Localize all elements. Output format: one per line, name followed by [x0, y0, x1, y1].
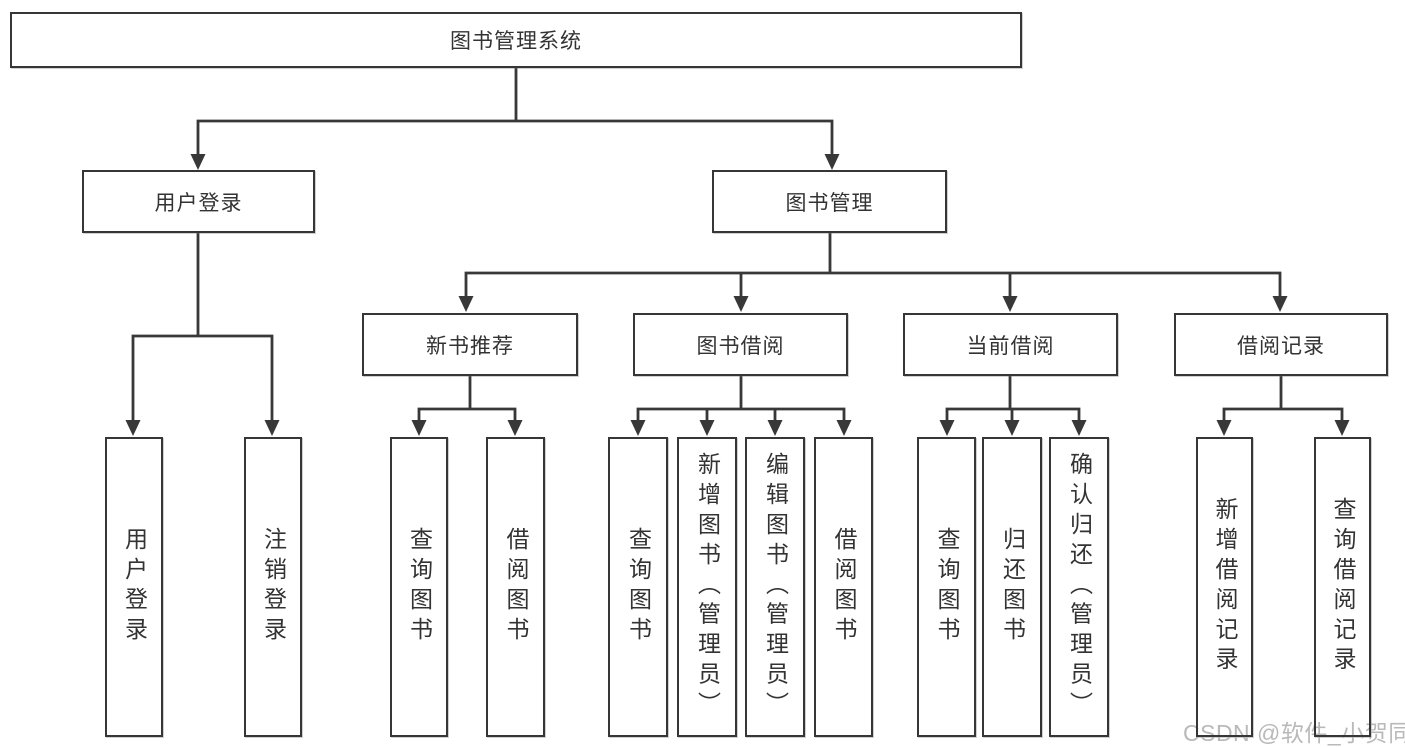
leaf-records-add-record: 新增借阅记录 [1196, 437, 1253, 737]
leaf-recommend-query-books-label: 查询图书 [406, 527, 433, 647]
leaf-user-login-label: 用户登录 [121, 527, 148, 647]
node-new-book-recommend-label: 新书推荐 [426, 334, 514, 358]
leaf-current-query-books: 查询图书 [917, 437, 976, 737]
node-borrowing-records: 借阅记录 [1174, 313, 1388, 376]
node-new-book-recommend: 新书推荐 [362, 313, 578, 376]
leaf-borrowing-borrow-books-label: 借阅图书 [831, 527, 857, 647]
leaf-recommend-borrow-books: 借阅图书 [486, 437, 545, 737]
leaf-records-query-record: 查询借阅记录 [1314, 437, 1371, 737]
leaf-borrowing-add-books-admin: 新增图书（管理员） [677, 437, 737, 737]
node-root-library-system: 图书管理系统 [10, 12, 1022, 68]
leaf-borrowing-edit-books-admin-label: 编辑图书（管理员） [762, 452, 789, 722]
leaf-current-return-books-label: 归还图书 [999, 527, 1026, 647]
leaf-current-confirm-return-admin-label: 确认归还（管理员） [1066, 452, 1093, 722]
node-root-label: 图书管理系统 [450, 30, 582, 53]
node-book-management-label: 图书管理 [785, 191, 874, 215]
leaf-current-query-books-label: 查询图书 [934, 527, 960, 647]
leaf-records-query-record-label: 查询借阅记录 [1330, 497, 1356, 677]
leaf-user-login: 用户登录 [105, 437, 163, 737]
leaf-current-confirm-return-admin: 确认归还（管理员） [1049, 437, 1109, 737]
leaf-borrowing-query-books: 查询图书 [608, 437, 668, 737]
node-current-borrowing-label: 当前借阅 [966, 334, 1055, 358]
leaf-records-add-record-label: 新增借阅记录 [1212, 497, 1238, 677]
leaf-borrowing-add-books-admin-label: 新增图书（管理员） [694, 452, 721, 722]
node-user-login: 用户登录 [82, 170, 315, 233]
node-borrowing-records-label: 借阅记录 [1237, 334, 1325, 358]
node-book-borrowing-label: 图书借阅 [696, 334, 785, 358]
leaf-recommend-borrow-books-label: 借阅图书 [503, 527, 529, 647]
csdn-watermark: CSDN @软件_小贺同学 [1183, 720, 1405, 746]
leaf-borrowing-query-books-label: 查询图书 [625, 527, 652, 647]
leaf-borrowing-edit-books-admin: 编辑图书（管理员） [745, 437, 805, 737]
leaf-logout-label: 注销登录 [260, 527, 287, 647]
node-current-borrowing: 当前借阅 [903, 313, 1118, 376]
node-user-login-label: 用户登录 [154, 191, 243, 215]
leaf-borrowing-borrow-books: 借阅图书 [814, 437, 873, 737]
leaf-recommend-query-books: 查询图书 [390, 437, 448, 737]
leaf-logout: 注销登录 [244, 437, 302, 737]
node-book-management: 图书管理 [712, 170, 947, 233]
arrowhead-icons [125, 154, 1350, 436]
leaf-current-return-books: 归还图书 [982, 437, 1042, 737]
node-book-borrowing: 图书借阅 [633, 313, 848, 376]
